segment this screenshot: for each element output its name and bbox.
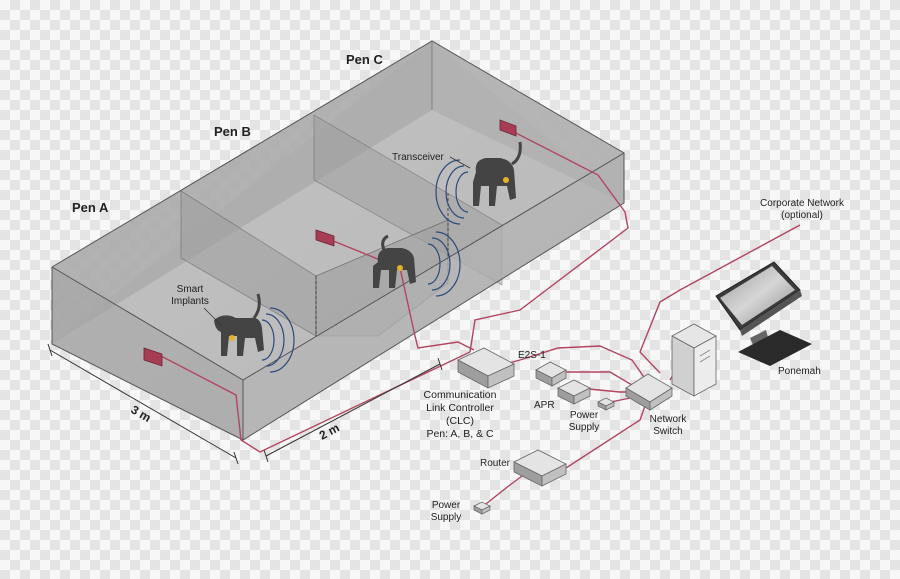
cable-switch-corporate — [639, 224, 801, 374]
dog-pen-b — [373, 234, 416, 288]
smart-implants-label-line2: Implants — [171, 296, 209, 307]
implant-dot — [397, 265, 403, 271]
pen-a-label: Pen A — [72, 200, 109, 215]
dimension-width — [263, 357, 443, 463]
transceiver-pen-c — [499, 119, 517, 137]
pen-back-wall-left — [52, 41, 432, 344]
power-supply-1-label-line2: Supply — [569, 422, 600, 433]
dimension-length-label: 3 m — [129, 402, 154, 424]
network-switch-label-line2: Switch — [653, 426, 682, 437]
transceiver-label: Transceiver — [392, 152, 445, 163]
dimension-length — [47, 343, 239, 465]
pen-enclosure — [51, 40, 625, 441]
apr-device — [557, 379, 591, 405]
dog-pen-a — [214, 293, 264, 356]
e2s1-label: E2S-1 — [518, 350, 546, 361]
dog-pen-c — [473, 141, 522, 206]
pen-floor — [52, 41, 624, 440]
clc-label-line3: (CLC) — [446, 415, 474, 427]
pen-top-opening — [52, 41, 624, 380]
power-supply-2-label-line1: Power — [432, 500, 461, 511]
pen-right-front-wall — [243, 153, 624, 440]
router-device — [513, 449, 567, 487]
power-supply-1-device — [597, 397, 615, 411]
cable-clc-switch — [483, 345, 647, 381]
cable-e2s1-switch — [556, 371, 633, 386]
transceiver-pen-a — [143, 347, 163, 367]
corporate-network-label-line1: Corporate Network — [760, 198, 845, 209]
clc-label-line2: Link Controller — [426, 402, 494, 414]
e2s1-device — [535, 361, 567, 387]
cable-pen-a-transmitter — [160, 351, 471, 453]
clc-label-line1: Communication — [424, 389, 497, 401]
implant-dot — [503, 177, 509, 183]
computer-tower — [671, 323, 717, 397]
signal-waves — [261, 159, 469, 373]
network-switch-label-line1: Network — [650, 414, 688, 425]
pen-divider-bc — [313, 114, 503, 286]
clc-device — [457, 347, 515, 389]
cable-pen-c-transmitter — [469, 128, 629, 353]
network-switch-device — [625, 373, 673, 411]
corporate-network-label-line2: (optional) — [781, 210, 823, 221]
smart-implants-label-line1: Smart — [177, 284, 204, 295]
pen-b-label: Pen B — [214, 124, 251, 139]
pen-back-wall-right — [432, 41, 624, 203]
clc-label: Communication Link Controller (CLC) Pen:… — [424, 389, 497, 440]
monitor — [715, 261, 812, 366]
transceiver-pen-b — [315, 229, 335, 247]
implant-dot — [229, 335, 235, 341]
pen-c-label: Pen C — [346, 52, 383, 67]
apr-label: APR — [534, 400, 555, 411]
power-supply-1-label-line1: Power — [570, 410, 599, 421]
power-supply-2-device — [473, 501, 491, 515]
ponemah-label: Ponemah — [778, 366, 821, 377]
power-supply-2-label-line2: Supply — [431, 512, 462, 523]
router-label: Router — [480, 458, 511, 469]
clc-label-line4: Pen: A, B, & C — [426, 428, 494, 440]
